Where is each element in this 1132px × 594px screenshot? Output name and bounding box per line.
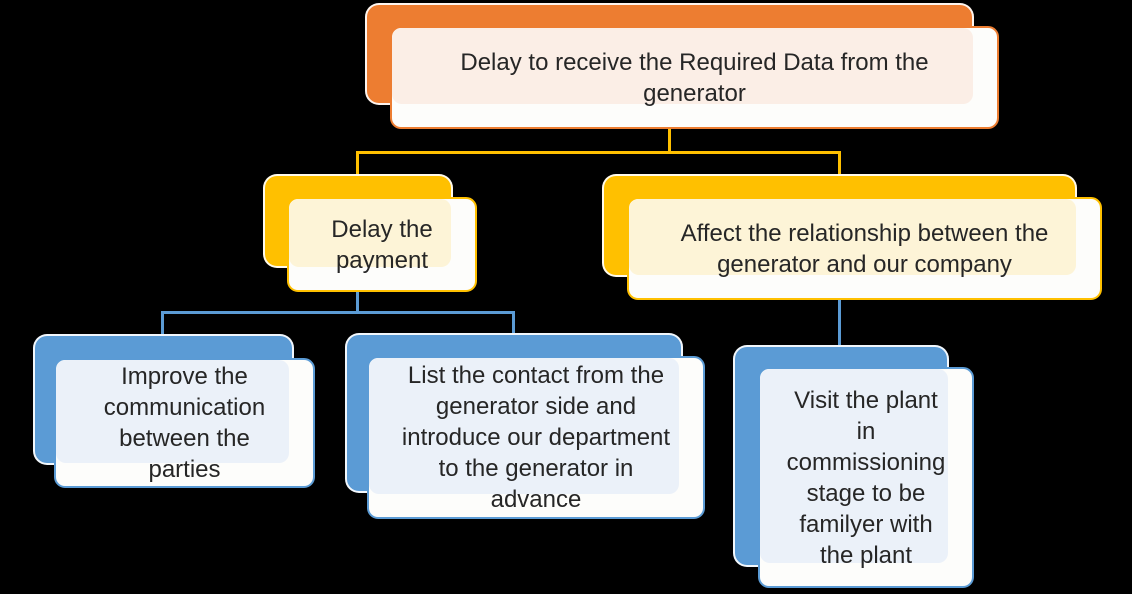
node-list-contact: List the contact from the generator side… — [345, 333, 705, 519]
connector-level2-right-drop — [838, 151, 841, 177]
connector-level3-left-drop — [161, 311, 164, 337]
node-improve-communication-label: Improve the communication between the pa… — [103, 363, 266, 483]
node-list-contact-box[interactable]: List the contact from the generator side… — [367, 356, 705, 519]
node-visit-plant: Visit the plant in commissioning stage t… — [733, 345, 974, 588]
node-root-box[interactable]: Delay to receive the Required Data from … — [390, 26, 999, 129]
node-delay-payment: Delay the payment — [263, 174, 477, 292]
connector-delay-payment-stem — [356, 291, 359, 313]
connector-affect-relationship-stem — [838, 299, 841, 348]
connector-root-stem — [668, 129, 671, 153]
connector-level3-hbar — [161, 311, 515, 314]
connector-level3-mid-drop — [512, 311, 515, 336]
node-delay-payment-box[interactable]: Delay the payment — [287, 197, 477, 292]
connector-level2-left-drop — [356, 151, 359, 177]
node-delay-payment-label: Delay the payment — [331, 215, 433, 274]
node-list-contact-label: List the contact from the generator side… — [401, 362, 671, 513]
node-visit-plant-box[interactable]: Visit the plant in commissioning stage t… — [758, 367, 974, 588]
node-root: Delay to receive the Required Data from … — [365, 3, 999, 132]
node-affect-relationship: Affect the relationship between the gene… — [602, 174, 1102, 300]
node-improve-communication: Improve the communication between the pa… — [33, 334, 315, 488]
node-affect-relationship-box[interactable]: Affect the relationship between the gene… — [627, 197, 1102, 300]
node-improve-communication-box[interactable]: Improve the communication between the pa… — [54, 358, 315, 488]
node-visit-plant-label: Visit the plant in commissioning stage t… — [786, 386, 946, 569]
connector-level2-hbar — [356, 151, 841, 154]
node-root-label: Delay to receive the Required Data from … — [460, 48, 929, 107]
node-affect-relationship-label: Affect the relationship between the gene… — [680, 219, 1049, 278]
